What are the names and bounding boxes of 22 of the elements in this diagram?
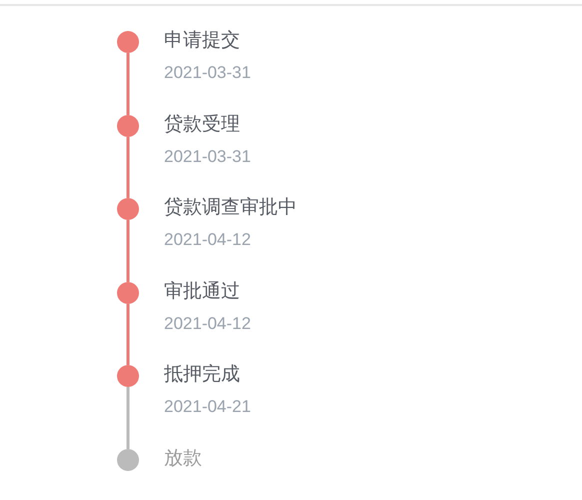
connector-line	[126, 53, 130, 115]
step-title: 贷款受理	[164, 113, 240, 137]
step-dot	[117, 31, 139, 53]
step-title: 审批通过	[164, 280, 240, 304]
step-title: 贷款调查审批中	[164, 196, 297, 220]
step-date: 2021-03-31	[164, 62, 251, 84]
connector-line	[126, 387, 130, 449]
step-dot	[117, 115, 139, 137]
step-dot	[117, 282, 139, 304]
step-title: 放款	[164, 447, 202, 471]
connector-line	[126, 137, 130, 198]
step-date: 2021-03-31	[164, 146, 251, 168]
step-date: 2021-04-21	[164, 396, 251, 418]
step-title: 申请提交	[164, 29, 240, 53]
step-dot	[117, 198, 139, 220]
connector-line	[126, 220, 130, 282]
step-date: 2021-04-12	[164, 229, 251, 251]
connector-line	[126, 304, 130, 365]
step-title: 抵押完成	[164, 363, 240, 387]
step-dot	[117, 449, 139, 471]
step-date: 2021-04-12	[164, 313, 251, 335]
step-dot	[117, 365, 139, 387]
